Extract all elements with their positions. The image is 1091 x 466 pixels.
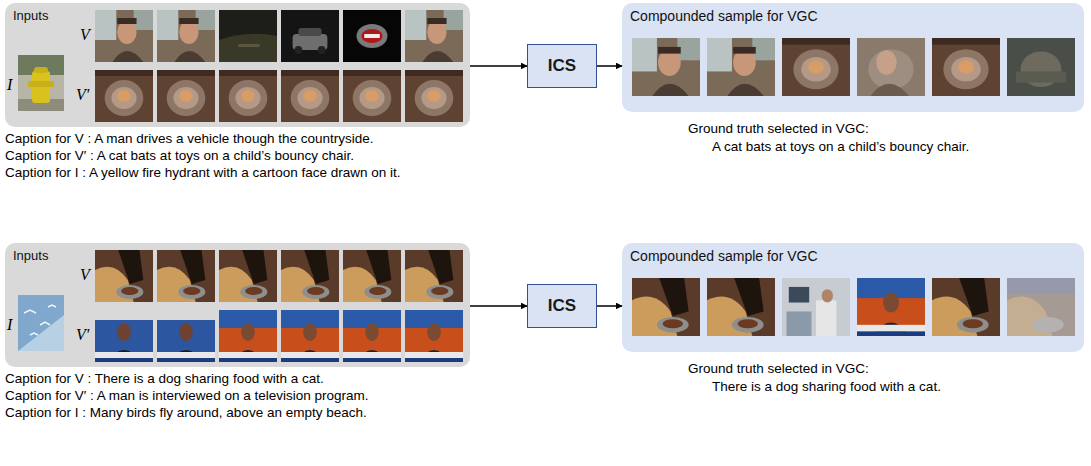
panel-ground [5, 243, 470, 367]
stream-symbol: I [7, 316, 12, 334]
panel-ground [622, 3, 1084, 112]
stream-symbol: V [80, 26, 90, 44]
ground-truth-text: A cat bats at toys on a child’s bouncy c… [712, 139, 969, 154]
output-panel: Compounded sample for VGC [622, 3, 1084, 112]
caption-text: Caption for I : Many birds fly around, a… [5, 405, 367, 420]
ics-module-box: ICS [527, 44, 597, 88]
panel-title: Compounded sample for VGC [630, 8, 1076, 24]
module-name: ICS [548, 296, 576, 316]
panel-title: Inputs [13, 8, 462, 23]
ground-truth-text: There is a dog sharing food with a cat. [712, 379, 941, 394]
stream-symbol: V′ [76, 326, 89, 344]
caption-text: Caption for V′ : A cat bats at toys on a… [5, 148, 354, 163]
stream-symbol: I [7, 76, 12, 94]
ground-truth-heading: Ground truth selected in VGC: [688, 121, 869, 136]
flow-arrow [597, 65, 622, 67]
panel-ground [622, 243, 1084, 352]
input-panel: Inputs [5, 243, 470, 367]
stream-symbol: V [80, 266, 90, 284]
flow-arrow [597, 305, 622, 307]
panel-title: Compounded sample for VGC [630, 248, 1076, 264]
panel-title: Inputs [13, 248, 462, 263]
ground-truth-heading: Ground truth selected in VGC: [688, 361, 869, 376]
flow-arrow [470, 65, 527, 67]
flow-arrow [470, 305, 527, 307]
output-panel: Compounded sample for VGC [622, 243, 1084, 352]
ics-module-box: ICS [527, 284, 597, 328]
caption-text: Caption for V : There is a dog sharing f… [5, 371, 324, 386]
stream-symbol: V′ [76, 86, 89, 104]
input-panel: Inputs [5, 3, 470, 127]
caption-text: Caption for V : A man drives a vehicle t… [5, 131, 373, 146]
panel-ground [5, 3, 470, 127]
caption-text: Caption for I : A yellow fire hydrant wi… [5, 165, 400, 180]
module-name: ICS [548, 56, 576, 76]
caption-text: Caption for V′ : A man is interviewed on… [5, 388, 368, 403]
